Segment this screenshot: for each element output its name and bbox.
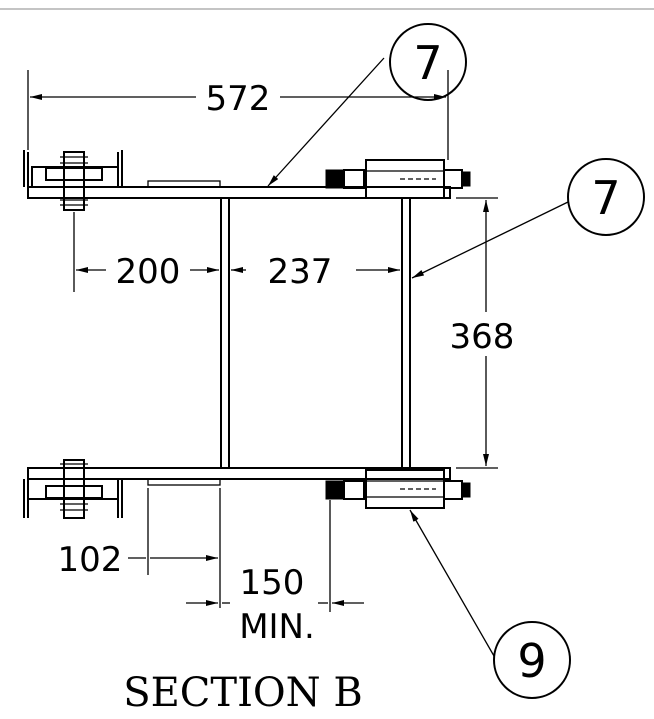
dim-237-label: 237	[268, 252, 333, 292]
dim-572-label: 572	[206, 79, 271, 119]
bottom-right-nut	[325, 480, 345, 500]
top-beam-assembly	[23, 150, 471, 292]
bottom-left-channel	[23, 479, 123, 518]
balloon-right-label: 7	[591, 171, 620, 225]
balloon-bottom-label: 9	[517, 634, 546, 688]
dimension-368: 368	[450, 197, 515, 469]
bottom-left-washer	[45, 485, 103, 499]
dimension-row-200-237: 200 237	[76, 252, 400, 292]
balloon-circle	[389, 23, 467, 101]
top-beam	[27, 186, 451, 199]
dimension-572: 572	[27, 70, 449, 160]
bottom-beam-assembly	[23, 459, 471, 519]
bottom-left-bolt	[63, 459, 85, 519]
left-post	[220, 197, 230, 469]
dim-102-label: 102	[58, 540, 123, 580]
dim-min-label: MIN.	[239, 607, 315, 647]
top-left-channel	[27, 152, 119, 188]
top-left-washer	[45, 167, 103, 181]
bottom-beam	[27, 467, 451, 480]
balloon-top-label: 7	[413, 36, 442, 90]
balloon-circle	[567, 158, 645, 236]
balloon-top-7: 7	[267, 23, 467, 187]
top-plate	[147, 180, 221, 188]
right-post	[401, 197, 411, 469]
section-title: SECTION B	[123, 670, 363, 716]
balloon-bottom-9: 9	[409, 509, 571, 699]
dimension-150-min: 150 MIN.	[186, 500, 364, 647]
top-right-nut	[325, 169, 345, 189]
dimension-102: 102	[58, 488, 221, 608]
balloon-circle	[493, 621, 571, 699]
dim-150-label: 150	[240, 563, 305, 603]
bottom-plate	[147, 478, 221, 486]
dim-200-label: 200	[116, 252, 181, 292]
vertical-posts	[220, 197, 411, 469]
balloon-right-7: 7	[411, 158, 645, 279]
dim-368-label: 368	[450, 317, 515, 357]
